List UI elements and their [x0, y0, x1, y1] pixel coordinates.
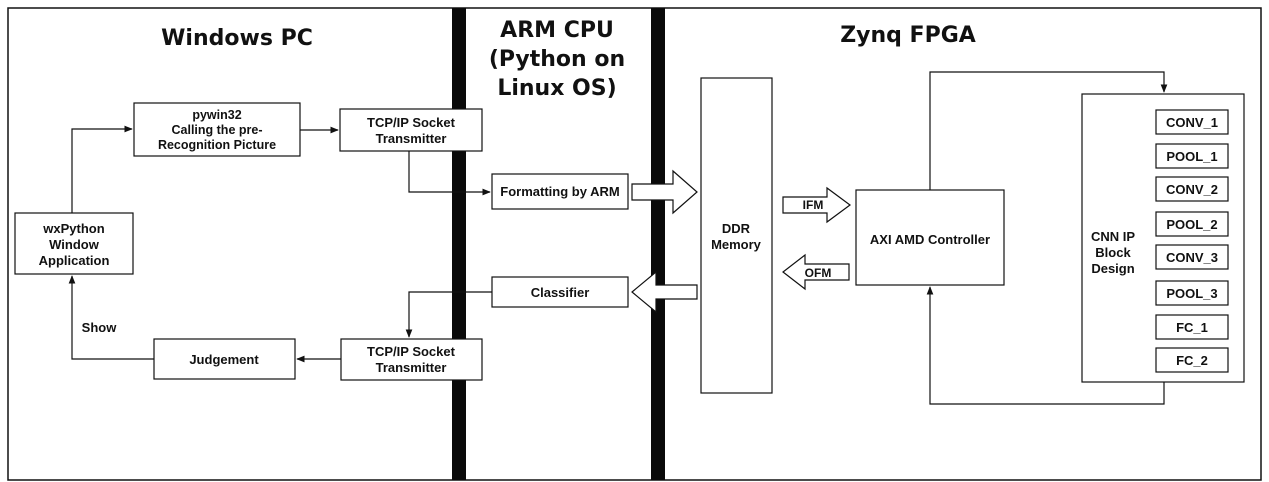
arm-title-line-1: ARM CPU	[500, 18, 614, 43]
layer-pool-3-box: POOL_3	[1155, 280, 1229, 306]
svg-text:CONV_2: CONV_2	[1166, 182, 1218, 197]
block-arrow-ddr-to-classifier	[631, 270, 698, 314]
svg-text:TCP/IP Socket: TCP/IP Socket	[367, 115, 456, 130]
svg-text:Calling the pre-: Calling the pre-	[172, 123, 263, 137]
separator-arm-fpga	[651, 8, 665, 480]
block-arrow-ifm	[782, 186, 852, 224]
section-title-arm-cpu: ARM CPU (Python on Linux OS)	[489, 18, 625, 101]
tcp-socket-transmitter-top-box: TCP/IP Socket Transmitter	[339, 108, 483, 152]
layer-fc-2-box: FC_2	[1155, 347, 1229, 373]
svg-text:Block: Block	[1095, 245, 1131, 260]
judgement-box: Judgement	[153, 338, 296, 380]
svg-text:CONV_3: CONV_3	[1166, 250, 1218, 265]
formatting-by-arm-box: Formatting by ARM	[491, 173, 629, 210]
edge-wxpython-to-pywin32	[71, 125, 133, 213]
svg-text:wxPython: wxPython	[42, 221, 104, 236]
svg-text:Transmitter: Transmitter	[376, 360, 447, 375]
edge-label-show: Show	[82, 320, 118, 335]
svg-text:CNN IP: CNN IP	[1091, 229, 1135, 244]
layer-pool-2-box: POOL_2	[1155, 211, 1229, 237]
svg-text:POOL_1: POOL_1	[1166, 149, 1217, 164]
svg-text:Transmitter: Transmitter	[376, 131, 447, 146]
edge-label-ofm: OFM	[805, 266, 832, 280]
svg-text:FC_2: FC_2	[1176, 353, 1208, 368]
section-title-zynq-fpga: Zynq FPGA	[840, 23, 976, 48]
arm-title-line-2: (Python on	[489, 47, 625, 72]
edge-judgement-to-wxpython	[68, 275, 154, 360]
svg-text:Judgement: Judgement	[189, 352, 259, 367]
edge-classifier-to-tcp-bottom	[405, 291, 492, 338]
svg-text:DDR: DDR	[722, 221, 751, 236]
svg-text:POOL_3: POOL_3	[1166, 286, 1217, 301]
edge-cnn-to-axi	[926, 286, 1165, 405]
axi-amd-controller-box: AXI AMD Controller	[855, 189, 1005, 286]
block-arrow-formatting-to-ddr	[631, 169, 698, 215]
svg-text:Memory: Memory	[711, 237, 762, 252]
layer-conv-1-box: CONV_1	[1155, 109, 1229, 135]
outer-frame	[7, 7, 1262, 481]
svg-text:CONV_1: CONV_1	[1166, 115, 1218, 130]
layer-fc-1-box: FC_1	[1155, 314, 1229, 340]
svg-text:FC_1: FC_1	[1176, 320, 1208, 335]
layer-conv-3-box: CONV_3	[1155, 244, 1229, 270]
ddr-memory-box: DDR Memory	[700, 77, 773, 394]
svg-text:Design: Design	[1091, 261, 1134, 276]
layer-conv-2-box: CONV_2	[1155, 176, 1229, 202]
svg-text:Window: Window	[49, 237, 100, 252]
svg-text:Application: Application	[39, 253, 110, 268]
edge-axi-to-cnn	[929, 71, 1168, 190]
svg-text:AXI AMD Controller: AXI AMD Controller	[870, 232, 990, 247]
section-title-windows-pc: Windows PC	[161, 26, 313, 51]
svg-text:Formatting by ARM: Formatting by ARM	[500, 184, 619, 199]
pywin32-box: pywin32 Calling the pre- Recognition Pic…	[133, 102, 301, 157]
svg-text:Classifier: Classifier	[531, 285, 590, 300]
svg-text:TCP/IP Socket: TCP/IP Socket	[367, 344, 456, 359]
svg-text:Recognition Picture: Recognition Picture	[158, 138, 276, 152]
svg-text:POOL_2: POOL_2	[1166, 217, 1217, 232]
layer-pool-1-box: POOL_1	[1155, 143, 1229, 169]
svg-text:pywin32: pywin32	[192, 108, 241, 122]
edge-label-ifm: IFM	[803, 198, 824, 212]
block-arrow-ofm	[782, 253, 850, 291]
wxpython-window-box: wxPython Window Application	[14, 212, 134, 275]
edge-tcp-top-to-formatting	[408, 151, 491, 196]
classifier-box: Classifier	[491, 276, 629, 308]
separator-pc-arm	[452, 8, 466, 480]
arm-title-line-3: Linux OS)	[497, 76, 616, 101]
tcp-socket-transmitter-bottom-box: TCP/IP Socket Transmitter	[340, 338, 483, 381]
